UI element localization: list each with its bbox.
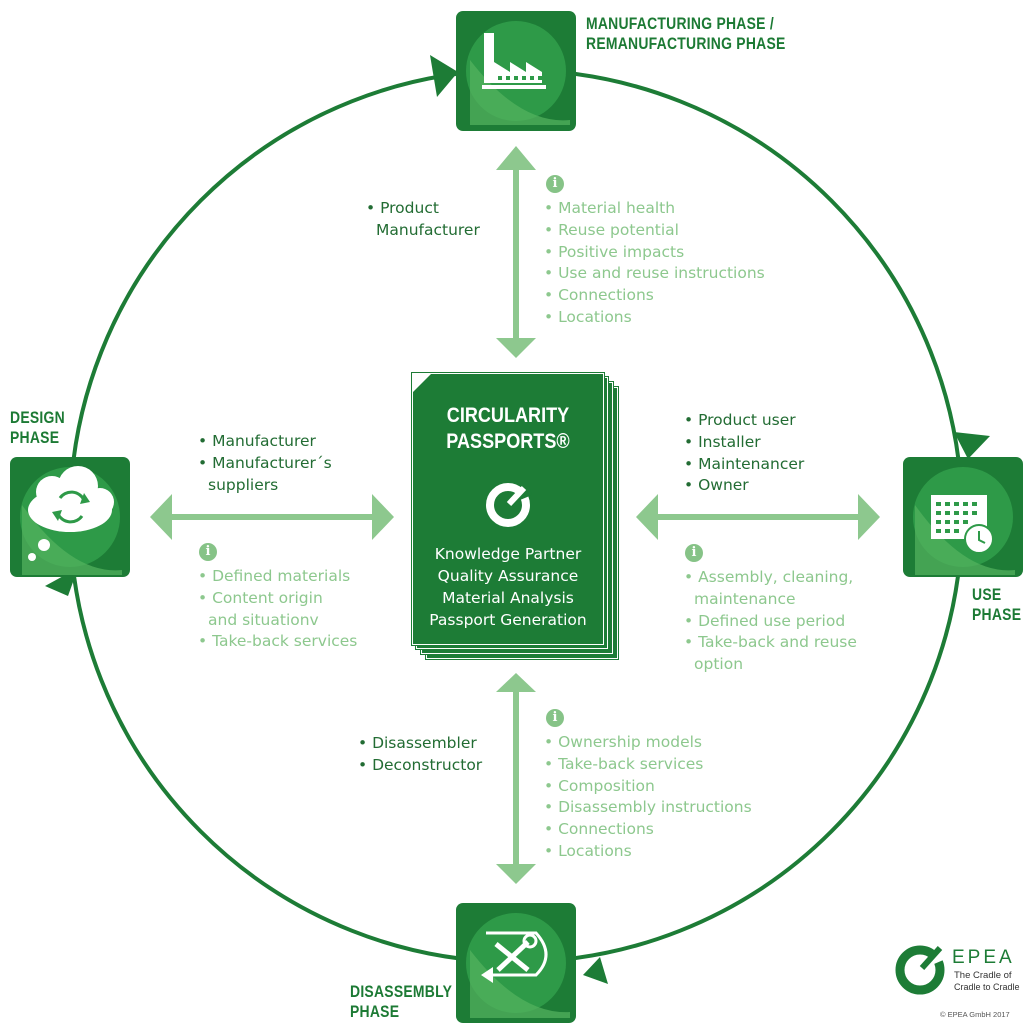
info-item: option — [694, 655, 744, 674]
info-item: • Material health — [544, 199, 676, 217]
info-icon: i — [546, 709, 564, 727]
circularity-passport-stack: CIRCULARITY PASSPORTS® Knowledge Partner… — [412, 373, 618, 659]
epea-logo — [895, 944, 948, 995]
epea-ring-icon — [486, 483, 532, 527]
disassembly-title-line1: DISASSEMBLY — [350, 982, 453, 1001]
info-item: • Locations — [544, 307, 632, 326]
disassembly-phase-title: DISASSEMBLY PHASE — [350, 982, 452, 1022]
cloud-cycle-icon — [28, 466, 114, 561]
info-item: • Use and reuse instructions — [544, 264, 765, 283]
info-item: • Locations — [544, 841, 632, 860]
info-item: • Disassembly instructions — [544, 798, 752, 817]
arrowhead-to-use — [954, 432, 990, 459]
info-item: • Content origin — [198, 588, 323, 607]
calendar-clock-icon — [931, 495, 994, 554]
tools-icon — [481, 931, 548, 983]
actor-item: • Installer — [684, 432, 761, 451]
info-item: • Connections — [544, 286, 654, 305]
factory-icon — [482, 33, 546, 89]
info-item: and situationv — [208, 610, 319, 629]
disassembly-actors: • Disassembler • Deconstructor — [358, 733, 482, 777]
passport-title-line1: CIRCULARITY — [446, 404, 570, 427]
actor-item: • Disassembler — [358, 734, 477, 752]
design-actors: • Manufacturer • Manufacturer´s supplier… — [198, 431, 332, 496]
arrow-design — [150, 494, 394, 540]
manufacturing-tile — [456, 11, 576, 131]
info-item: • Defined use period — [684, 611, 846, 630]
disassembly-title-line2: PHASE — [350, 1002, 400, 1021]
actor-item: Manufacturer — [376, 220, 480, 239]
arrow-use — [636, 494, 880, 540]
use-title-line2: PHASE — [972, 605, 1022, 624]
connector-arrows — [496, 146, 536, 884]
info-item: maintenance — [694, 589, 796, 608]
passport-corner-fold — [412, 373, 432, 393]
arrow-disassembly — [496, 673, 536, 884]
info-item: • Take-back services — [544, 754, 704, 773]
info-item: • Defined materials — [198, 567, 351, 585]
passport-title-line2: PASSPORTS® — [446, 430, 570, 453]
use-info-list: • Assembly, cleaning, maintenance • Defi… — [684, 567, 857, 676]
arrow-manufacturing — [496, 146, 536, 358]
info-icon: i — [546, 175, 564, 193]
manufacturing-actors: • Product Manufacturer — [366, 198, 480, 242]
manufacturing-info-list: • Material health • Reuse potential • Po… — [544, 198, 765, 329]
epea-tagline-line2: Cradle to Cradle — [954, 982, 1020, 992]
actor-item: • Product user — [684, 411, 796, 429]
service-item: Quality Assurance — [437, 567, 579, 585]
actor-item: • Owner — [684, 476, 749, 495]
info-item: • Ownership models — [544, 733, 702, 751]
epea-copyright: © EPEA GmbH 2017 — [940, 1010, 1010, 1019]
service-item: Knowledge Partner — [434, 545, 582, 563]
disassembly-tile — [456, 903, 576, 1023]
info-icon: i — [199, 543, 217, 561]
actor-item: • Maintenancer — [684, 454, 805, 473]
info-item: • Composition — [544, 776, 655, 795]
use-actors: • Product user • Installer • Maintenance… — [684, 410, 804, 497]
passport-services-list: Knowledge Partner Quality Assurance Mate… — [412, 543, 604, 631]
actor-item: • Product — [366, 199, 439, 217]
epea-brand-name: EPEA — [952, 947, 1015, 968]
disassembly-info-list: • Ownership models • Take-back services … — [544, 732, 752, 863]
actor-item: suppliers — [208, 475, 279, 494]
design-title-line1: DESIGN — [10, 408, 65, 427]
arrowhead-to-disassembly — [583, 957, 608, 984]
manufacturing-title-line1: MANUFACTURING PHASE / — [586, 14, 774, 33]
design-tile — [10, 457, 130, 577]
info-item: • Reuse potential — [544, 220, 679, 239]
design-info-list: • Defined materials • Content origin and… — [198, 566, 357, 653]
use-phase-title: USE PHASE — [972, 585, 1021, 625]
manufacturing-phase-title: MANUFACTURING PHASE / REMANUFACTURING PH… — [586, 14, 786, 54]
design-phase-title: DESIGN PHASE — [10, 408, 65, 448]
design-title-line2: PHASE — [10, 428, 60, 447]
info-icon: i — [685, 544, 703, 562]
manufacturing-title-line2: REMANUFACTURING PHASE — [586, 34, 786, 53]
info-item: • Take-back and reuse — [684, 633, 857, 652]
actor-item: • Deconstructor — [358, 755, 483, 774]
passport-sheet-front — [412, 373, 604, 645]
service-item: Material Analysis — [442, 589, 574, 607]
use-tile — [903, 457, 1023, 577]
epea-tagline-line1: The Cradle of — [954, 970, 1012, 981]
actor-item: • Manufacturer´s — [198, 453, 332, 472]
info-item: • Positive impacts — [544, 242, 685, 261]
info-item: • Connections — [544, 820, 654, 839]
info-item: • Assembly, cleaning, — [684, 568, 854, 586]
connector-arrows-side — [150, 494, 880, 540]
use-title-line1: USE — [972, 585, 1002, 604]
service-item: Passport Generation — [429, 611, 587, 629]
actor-item: • Manufacturer — [198, 432, 316, 450]
info-item: • Take-back services — [198, 632, 358, 651]
arrowhead-to-manufacturing — [430, 55, 458, 97]
